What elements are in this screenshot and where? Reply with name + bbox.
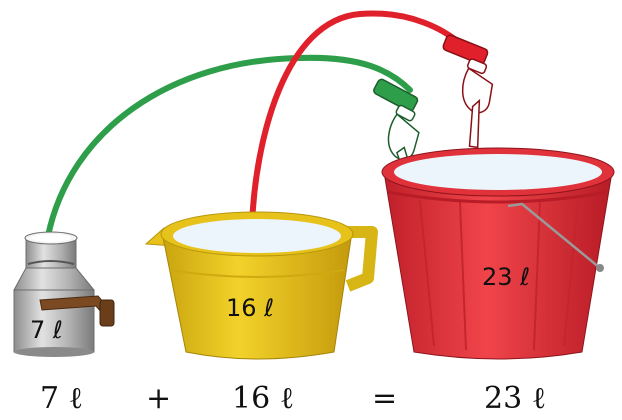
equation-equals-sign: = bbox=[372, 381, 397, 416]
equation-plus-sign: + bbox=[146, 381, 171, 416]
jug-label: 16 ℓ bbox=[226, 294, 274, 322]
milk-can bbox=[14, 232, 114, 357]
red-pointing-hand-icon bbox=[412, 34, 513, 149]
equation-term-2: 16 ℓ bbox=[232, 381, 294, 416]
milk-can-label: 7 ℓ bbox=[30, 316, 63, 344]
equation-term-1: 7 ℓ bbox=[40, 381, 83, 416]
bucket-label: 23 ℓ bbox=[482, 263, 530, 291]
green-transfer-arc bbox=[48, 58, 410, 236]
red-bucket bbox=[382, 148, 614, 359]
yellow-jug bbox=[146, 212, 372, 359]
equation-result: 23 ℓ bbox=[484, 381, 546, 416]
